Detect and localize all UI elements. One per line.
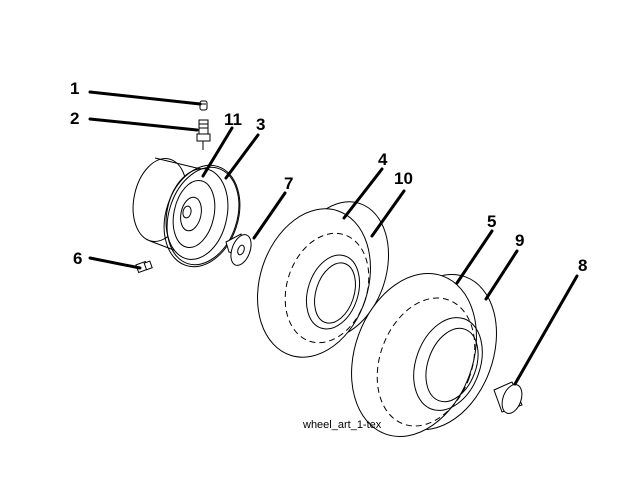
part-label-3: 3 [256, 115, 265, 134]
valve-cap [199, 100, 208, 111]
part-label-1: 1 [70, 79, 79, 98]
wheel-bushing [225, 233, 252, 266]
wheel-rim [132, 157, 229, 260]
rim-seal-ring [163, 164, 241, 268]
leader-line-5 [455, 229, 494, 285]
leader-line-6 [88, 256, 142, 270]
part-label-4: 4 [378, 150, 388, 169]
diagram-caption: wheel_art_1-tex [302, 419, 382, 431]
leader-line-3 [224, 133, 260, 180]
part-label-10: 10 [394, 169, 413, 188]
leader-line-2 [88, 117, 199, 132]
front-tire [257, 201, 390, 358]
part-label-11: 11 [224, 110, 242, 129]
valve-stem [196, 119, 211, 150]
part-label-9: 9 [515, 231, 524, 250]
part-label-5: 5 [487, 212, 496, 231]
part-labels: 1 2 11 3 7 4 10 6 5 9 8 [70, 79, 587, 275]
rear-tire [351, 273, 497, 437]
leader-line-9 [484, 249, 519, 301]
leader-line-8 [513, 274, 579, 386]
leader-lines [88, 90, 579, 386]
part-label-2: 2 [70, 109, 79, 128]
grease-fitting [135, 260, 153, 274]
leader-line-10 [370, 189, 406, 238]
part-label-6: 6 [73, 249, 82, 268]
part-label-8: 8 [578, 256, 587, 275]
part-label-7: 7 [284, 174, 293, 193]
wheel-hub-cap [493, 381, 523, 414]
leader-line-4 [342, 167, 384, 220]
leader-line-11 [201, 126, 234, 178]
leader-line-7 [252, 191, 287, 240]
leader-line-1 [88, 90, 202, 106]
